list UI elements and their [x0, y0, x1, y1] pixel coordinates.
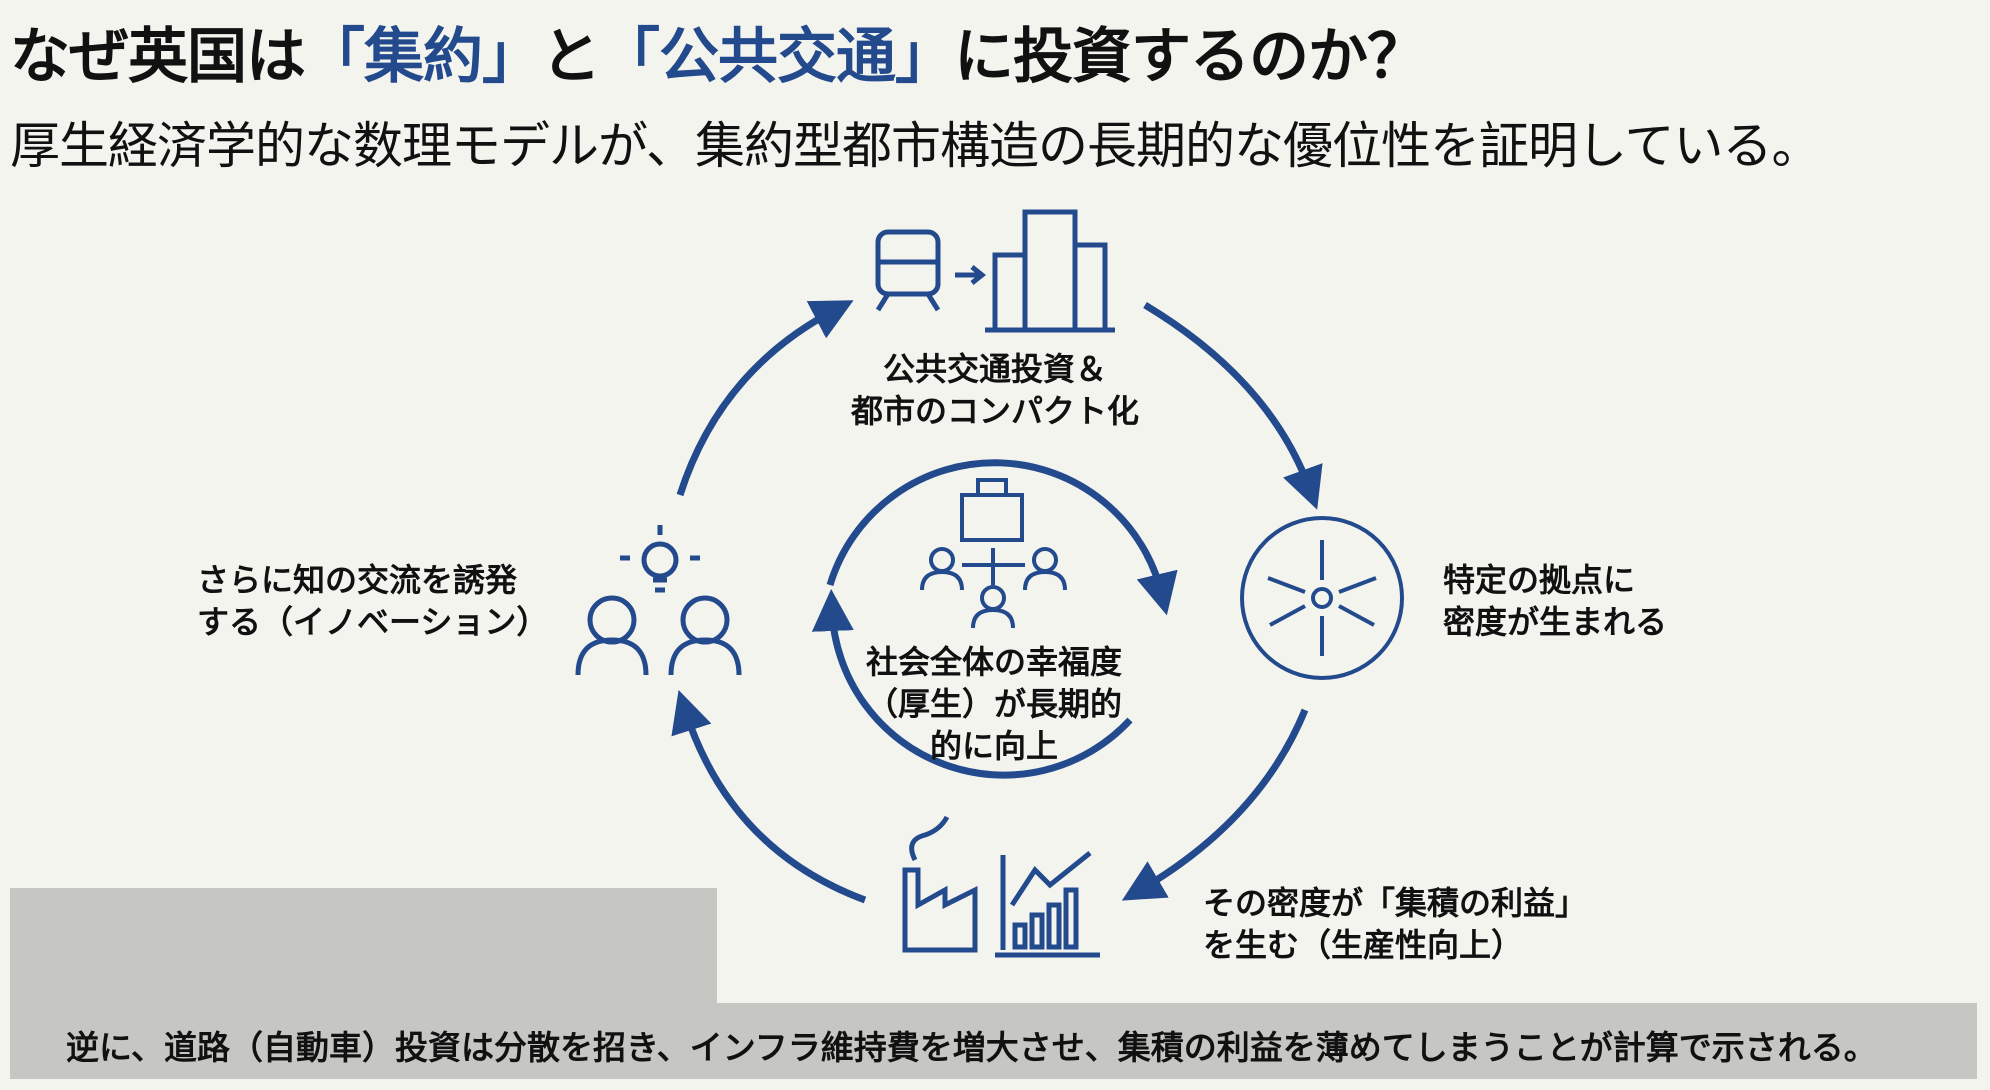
label-line: 都市のコンパクト化	[850, 392, 1139, 430]
factory-growth-chart-icon	[902, 815, 1100, 958]
cycle-arrow-bottom-right	[1121, 708, 1309, 901]
title-text: に投資するのか？	[954, 22, 1427, 92]
label-line: 的に向上	[929, 727, 1058, 765]
cycle-step-right-label: 特定の拠点に 密度が生まれる	[1443, 559, 1667, 643]
inner-arrow-right	[826, 459, 1178, 616]
label-line: さらに知の交流を誘発	[197, 561, 518, 599]
cycle-step-bottom-label: その密度が「集積の利益」 を生む（生産性向上）	[1203, 882, 1587, 966]
label-line: 社会全体の幸福度	[865, 643, 1122, 681]
cycle-arrow-bottom-left	[671, 690, 867, 904]
cycle-arrow-top-left	[676, 300, 854, 497]
cycle-arrow-top-right	[1143, 301, 1323, 510]
label-line: （厚生）が長期的	[865, 685, 1122, 723]
cycle-center-label: 社会全体の幸福度 （厚生）が長期的 的に向上	[844, 641, 1144, 767]
title-highlight-koukyoukoutsu: 「公共交通」	[600, 22, 955, 92]
train-to-buildings-icon	[875, 209, 1115, 333]
converging-arrows-icon	[1240, 516, 1404, 680]
inner-arrow-left	[811, 589, 1133, 779]
label-line: 公共交通投資＆	[882, 350, 1107, 388]
label-line: する（イノベーション）	[197, 603, 549, 641]
people-idea-icon	[575, 525, 742, 676]
label-line: を生む（生産性向上）	[1203, 926, 1524, 964]
label-line: その密度が「集積の利益」	[1203, 884, 1588, 922]
community-city-icon	[920, 478, 1067, 629]
title-text: と	[541, 22, 601, 92]
title-highlight-shuyaku: 「集約」	[305, 22, 542, 92]
label-line: 密度が生まれる	[1443, 603, 1668, 641]
title-text: なぜ英国は	[10, 22, 306, 92]
label-line: 特定の拠点に	[1443, 561, 1636, 599]
cycle-step-left-label: さらに知の交流を誘発 する（イノベーション）	[197, 559, 548, 643]
footer-band: 逆に、道路（自動車）投資は分散を招き、インフラ維持費を増大させ、集積の利益を薄め…	[10, 1003, 1977, 1079]
footer-text: 逆に、道路（自動車）投資は分散を招き、インフラ維持費を増大させ、集積の利益を薄め…	[66, 1028, 1877, 1067]
cycle-step-top-label: 公共交通投資＆ 都市のコンパクト化	[830, 348, 1160, 432]
page-title: なぜ英国は「集約」と「公共交通」に投資するのか？	[10, 8, 1427, 95]
page-subtitle: 厚生経済学的な数理モデルが、集約型都市構造の長期的な優位性を証明している。	[10, 117, 1821, 175]
redacted-box	[10, 888, 717, 1018]
